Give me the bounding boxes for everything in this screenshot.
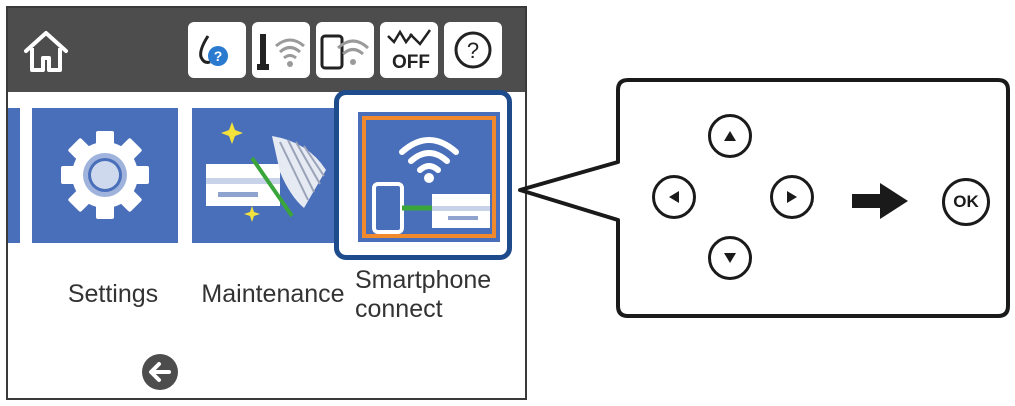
network-status-button[interactable] bbox=[252, 22, 310, 78]
settings-tile[interactable] bbox=[32, 108, 178, 243]
next-step-arrow-icon bbox=[852, 183, 908, 219]
ink-drop-help-icon: ? bbox=[199, 35, 228, 66]
right-button[interactable] bbox=[770, 175, 814, 219]
status-icons: ? bbox=[188, 22, 502, 78]
smartphone-connect-label-line1: Smartphone bbox=[355, 266, 492, 294]
maintenance-label: Maintenance bbox=[201, 280, 345, 308]
right-arrow-icon bbox=[787, 191, 797, 203]
wifi-direct-icon bbox=[320, 34, 370, 70]
home-button[interactable] bbox=[16, 20, 76, 80]
smartphone-connect-tile[interactable] bbox=[358, 112, 500, 242]
wired-lan-icon bbox=[257, 34, 305, 70]
top-bar: ? bbox=[8, 8, 525, 92]
maintenance-tile[interactable] bbox=[192, 108, 338, 243]
down-button[interactable] bbox=[708, 236, 752, 280]
wifi-off-icon: OFF bbox=[387, 29, 432, 73]
up-arrow-icon bbox=[724, 131, 736, 141]
smartphone-connect-label-line2: connect bbox=[355, 295, 443, 323]
back-arrow-icon bbox=[142, 354, 178, 390]
maintenance-icon bbox=[206, 122, 326, 222]
home-icon bbox=[24, 31, 68, 72]
printer-screen: ? bbox=[6, 6, 527, 400]
left-arrow-icon bbox=[669, 191, 679, 203]
help-symbol: ? bbox=[467, 38, 479, 63]
help-icon: ? bbox=[454, 31, 492, 69]
ok-button[interactable]: OK bbox=[942, 178, 990, 226]
back-button[interactable] bbox=[141, 353, 179, 391]
down-arrow-icon bbox=[724, 253, 736, 263]
left-button[interactable] bbox=[652, 175, 696, 219]
help-button[interactable]: ? bbox=[444, 22, 502, 78]
smartphone-connect-label: Smartphone connect bbox=[355, 266, 515, 324]
wifi-direct-button[interactable] bbox=[316, 22, 374, 78]
svg-text:?: ? bbox=[214, 48, 223, 64]
up-button[interactable] bbox=[708, 114, 752, 158]
wifi-off-text: OFF bbox=[392, 52, 430, 73]
gear-icon bbox=[61, 131, 149, 219]
ink-status-button[interactable]: ? bbox=[188, 22, 246, 78]
settings-label: Settings bbox=[67, 280, 159, 308]
selection-frame bbox=[334, 90, 512, 260]
previous-tile-edge[interactable] bbox=[8, 108, 20, 243]
smartphone-connect-icon bbox=[372, 137, 490, 234]
wifi-off-button[interactable]: OFF bbox=[380, 22, 438, 78]
